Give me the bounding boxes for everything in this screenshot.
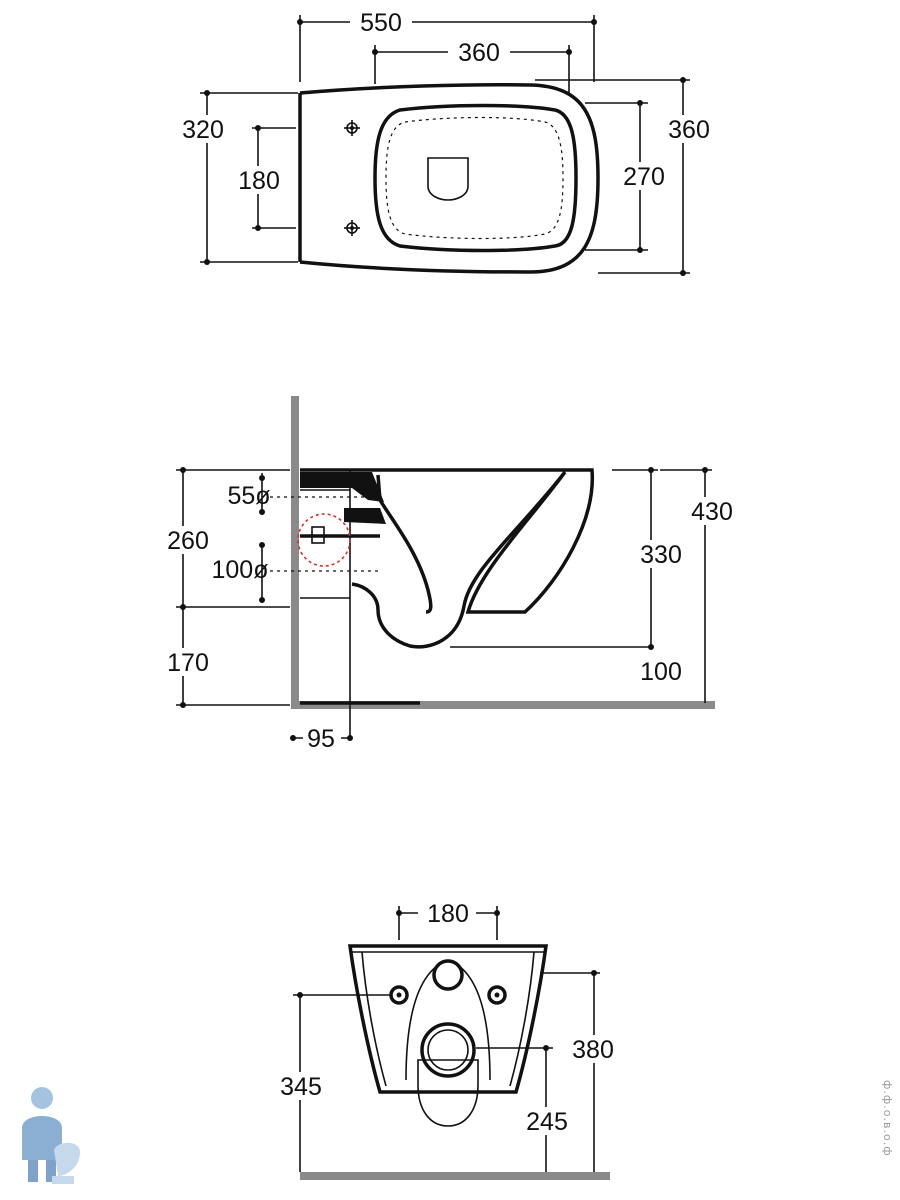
- side-view-detail-circle: [297, 513, 351, 567]
- dim-100-bottom-label: 100: [640, 658, 682, 686]
- dim-330-label: 330: [640, 541, 682, 569]
- front-view: 180 345 380 245: [272, 899, 624, 1180]
- side-view-flush-channel: [300, 472, 384, 502]
- floor-line: [291, 701, 715, 709]
- dim-360-top-label: 360: [458, 39, 500, 67]
- top-view-bolt-upper-icon: [344, 120, 360, 136]
- side-view: 55ø 100ø 260 170 330 100 430: [160, 396, 742, 753]
- dim-180-top-label: 180: [238, 167, 280, 195]
- side-view-connector: [311, 526, 325, 544]
- dim-170-label: 170: [167, 649, 209, 677]
- front-view-body-inner: [361, 951, 535, 1087]
- dim-180-front-label: 180: [427, 900, 469, 928]
- front-view-outlet-icon: [420, 1022, 476, 1078]
- side-view-inlet: [344, 508, 386, 524]
- dim-95-label: 95: [307, 725, 335, 753]
- dim-320-label: 320: [182, 116, 224, 144]
- side-view-trap: [376, 474, 433, 614]
- dim-430-label: 430: [691, 498, 733, 526]
- front-view-body: [347, 944, 549, 1094]
- dim-550-label: 550: [360, 9, 402, 37]
- plumber-logo-icon: [22, 1087, 80, 1184]
- front-view-bolt-right-icon: [487, 985, 507, 1005]
- top-view: 550 360 320 180 270 360: [176, 8, 720, 276]
- dim-360-right-label: 360: [668, 116, 710, 144]
- dim-270-label: 270: [623, 163, 665, 191]
- side-view-bowl: [300, 468, 594, 649]
- dim-345-label: 345: [280, 1073, 322, 1101]
- top-view-flush-hole: [427, 157, 469, 201]
- top-view-bolt-lower-icon: [344, 220, 360, 236]
- watermark: ф.ф.о.в.о.ф: [881, 1080, 894, 1157]
- top-view-seat-inner: [385, 116, 564, 240]
- wall-section: [291, 396, 299, 708]
- dim-380-label: 380: [572, 1036, 614, 1064]
- front-view-inlet-icon: [432, 959, 464, 991]
- dim-55-label: 55ø: [227, 482, 270, 510]
- dim-245-label: 245: [526, 1108, 568, 1136]
- front-view-floor: [300, 1172, 610, 1180]
- dim-260-label: 260: [167, 527, 209, 555]
- front-view-bolt-left-icon: [389, 985, 409, 1005]
- top-view-seat-opening: [373, 103, 578, 253]
- top-view-outline: [299, 83, 600, 274]
- dim-100-label: 100ø: [212, 556, 269, 584]
